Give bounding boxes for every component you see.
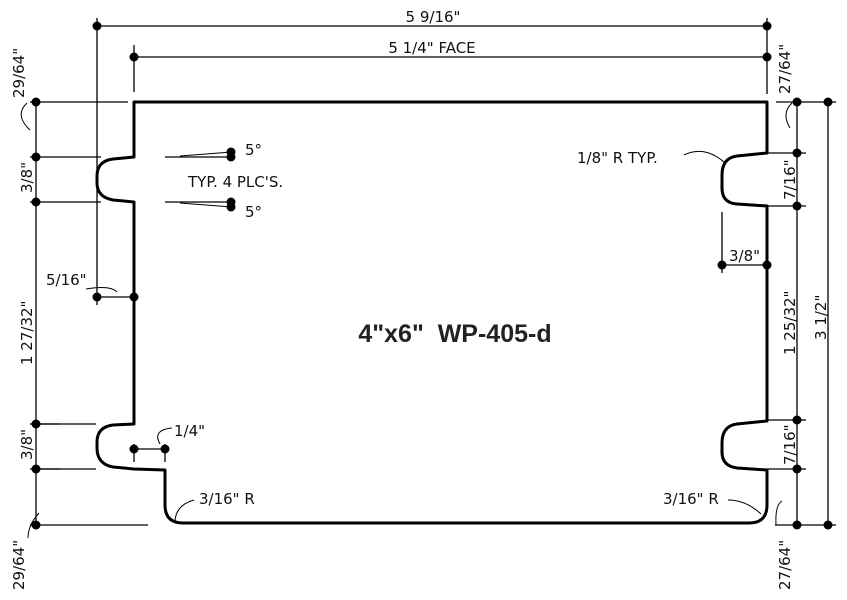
left-tongue-depth-label: 5/16" xyxy=(46,271,87,289)
radius-typ-note: 1/8" R TYP. xyxy=(577,149,658,167)
left-top-offset-label: 29/64" xyxy=(10,48,28,98)
dimension-dots xyxy=(31,21,833,530)
left-tongue-top-label: 3/8" xyxy=(18,162,36,193)
left-bottom-offset-label: 29/64" xyxy=(10,540,28,590)
board-profile xyxy=(95,100,769,525)
left-middle-label: 1 27/32" xyxy=(18,301,36,365)
left-tongue-bottom-label: 3/8" xyxy=(18,429,36,460)
right-top-offset-label: 27/64" xyxy=(776,44,794,94)
leader-arrows xyxy=(20,102,793,539)
overall-height-label: 3 1/2" xyxy=(812,295,830,340)
typ-places-note: TYP. 4 PLC'S. xyxy=(187,173,283,191)
angle-bottom-label: 5° xyxy=(245,203,262,221)
part-title: 4"x6" WP-405-d xyxy=(358,320,551,348)
radius-right-note: 3/16" R xyxy=(663,490,719,508)
right-bottom-offset-label: 27/64" xyxy=(776,540,794,590)
radius-left-note: 3/16" R xyxy=(199,490,255,508)
angle-top-label: 5° xyxy=(245,141,262,159)
right-groove-depth-label: 3/8" xyxy=(729,247,760,265)
overall-width-label: 5 9/16" xyxy=(406,8,461,26)
right-groove-top-label: 7/16" xyxy=(781,159,799,200)
right-middle-label: 1 25/32" xyxy=(781,291,799,355)
bottom-step-label: 1/4" xyxy=(174,422,205,440)
face-width-label: 5 1/4" FACE xyxy=(388,39,475,57)
right-groove-bottom-label: 7/16" xyxy=(781,424,799,465)
dimension-lines xyxy=(30,18,836,526)
